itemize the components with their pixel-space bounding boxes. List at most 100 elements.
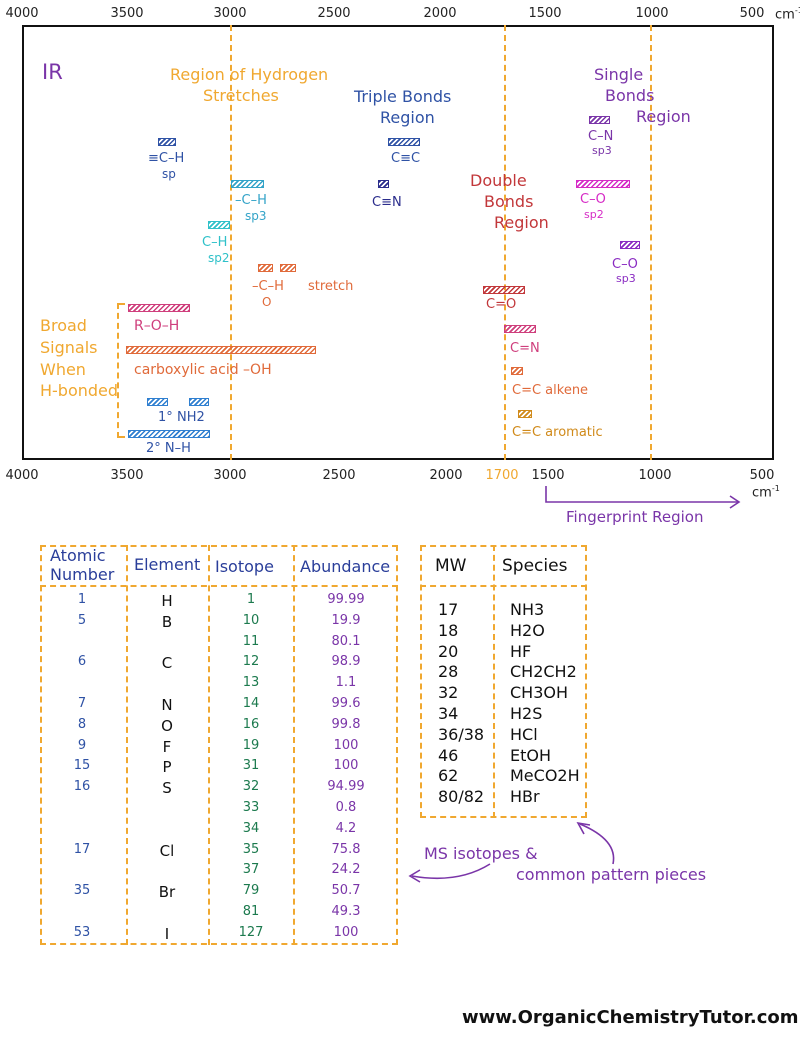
bottom-tick-1700: 1700 [485,468,519,483]
pattern-cell-mw: 17 [438,600,459,619]
header-species: Species [502,556,568,576]
header-element: Element [134,555,201,574]
bar-cn-single [589,116,610,124]
pattern-col-divider [493,545,495,818]
label-nh2-primary: 1° [158,410,173,425]
isotope-col-divider-1 [126,545,128,945]
broad-label-2: Signals [40,338,98,357]
note-line-1: MS isotopes & [424,844,538,863]
isotope-cell-abundance: 24.2 [331,862,361,878]
label-co-sp2-hyb: sp2 [584,208,604,221]
isotope-cell-atomic: 9 [77,737,87,753]
pattern-cell-mw: 32 [438,683,459,703]
pattern-cell-species: H2S [510,704,543,723]
isotope-cell-atomic: 6 [77,654,87,670]
isotope-cell-isotope: 33 [242,800,260,815]
isotope-cell-abundance: 98.9 [331,654,361,670]
footer-link[interactable]: www.OrganicChemistryTutor.com [462,1007,799,1028]
double-region-label-2: Bonds [484,192,534,211]
pattern-cell-species: HF [510,641,532,661]
isotope-cell-abundance: 49.3 [331,904,361,919]
top-tick-2000: 2000 [423,6,457,21]
isotope-cell-atomic: 17 [73,841,91,857]
isotope-cell-isotope: 81 [242,904,260,919]
label-cn-single: C–N [588,129,614,144]
pattern-table-frame [420,545,587,818]
bar-cn-double [504,325,536,333]
label-co-sp3: C–O [612,257,638,272]
label-sp3-ch: –C–H [235,193,267,208]
broad-label-1: Broad [40,316,87,335]
bar-sp2-ch [208,221,230,229]
isotope-cell-element: C [161,654,173,673]
pattern-cell-species: HBr [510,787,540,807]
isotope-cell-isotope: 32 [242,779,260,795]
note-arrows [408,821,615,883]
triple-region-label-1: Triple Bonds [354,87,452,106]
bottom-tick-500: 500 [749,468,775,483]
isotope-table-frame [40,545,398,945]
pattern-cell-mw: 80/82 [438,787,485,807]
label-aldehyde-ch: –C–H [252,279,284,294]
single-region-label-1: Single [594,65,644,84]
pattern-cell-mw: 36/38 [438,724,485,744]
isotope-cell-abundance: 94.99 [327,779,365,795]
broad-label-4: H-bonded [40,381,119,400]
isotope-cell-abundance: 0.8 [335,800,357,815]
label-co-double: C=O [486,297,517,312]
top-axis-unit: cm-1 [775,6,800,23]
bar-nh2-1 [147,398,168,406]
pattern-cell-mw: 62 [438,766,459,786]
label-sp-ch-hyb: sp [162,167,176,181]
top-tick-500: 500 [739,6,765,21]
hydrogen-region-label-1: Region of Hydrogen [170,65,329,84]
isotope-col-divider-3 [293,545,295,945]
isotope-cell-element: I [164,924,170,943]
bar-cc-triple [388,138,420,146]
bar-nh2-2 [189,398,209,406]
top-tick-3500: 3500 [110,6,144,21]
pattern-cell-species: CH3OH [510,683,569,703]
bottom-tick-1500: 1500 [531,468,565,483]
isotope-cell-abundance: 4.2 [335,820,357,836]
bar-sp-ch [158,138,176,146]
isotope-cell-atomic: 15 [73,758,91,774]
isotope-cell-abundance: 19.9 [331,612,361,628]
isotope-cell-abundance: 75.8 [331,841,361,857]
isotope-cell-element: B [161,612,173,631]
isotope-cell-isotope: 12 [242,654,260,670]
bottom-tick-2000: 2000 [429,468,463,483]
isotope-cell-abundance: 100 [333,924,359,940]
isotope-cell-atomic: 53 [73,924,91,940]
label-cc-aromatic: C=C aromatic [512,425,603,440]
label-carboxylic: carboxylic acid –OH [134,362,272,378]
line-3000 [230,25,232,460]
isotope-cell-isotope: 79 [242,883,260,899]
bottom-tick-2500: 2500 [322,468,356,483]
isotope-cell-isotope: 10 [242,612,260,628]
isotope-cell-isotope: 14 [242,696,260,711]
isotope-cell-isotope: 34 [242,820,260,836]
label-nh-secondary: 2° N–H [146,441,191,456]
label-roh: R–O–H [134,318,180,334]
label-co-sp2: C–O [580,192,606,207]
isotope-cell-isotope: 37 [242,862,260,878]
double-region-label-1: Double [470,171,527,190]
label-sp2-ch: C–H [202,235,228,250]
isotope-cell-isotope: 31 [242,758,260,774]
pattern-header-divider [420,585,587,587]
header-isotope: Isotope [215,557,274,576]
label-sp-ch: ≡C–H [148,151,185,166]
line-1000 [650,25,652,460]
top-tick-2500: 2500 [317,6,351,21]
line-1700 [504,25,506,460]
bar-aldehyde-ch-2 [280,264,296,272]
bottom-axis-unit: cm-1 [752,484,780,501]
double-region-label-3: Region [494,213,549,232]
isotope-cell-element: Cl [159,841,175,860]
hydrogen-region-label-2: Stretches [203,86,279,105]
bar-cc-alkene [511,367,523,375]
isotope-cell-atomic: 8 [77,716,87,732]
isotope-cell-isotope: 11 [242,633,260,649]
label-cc-triple: C≡C [391,151,421,166]
